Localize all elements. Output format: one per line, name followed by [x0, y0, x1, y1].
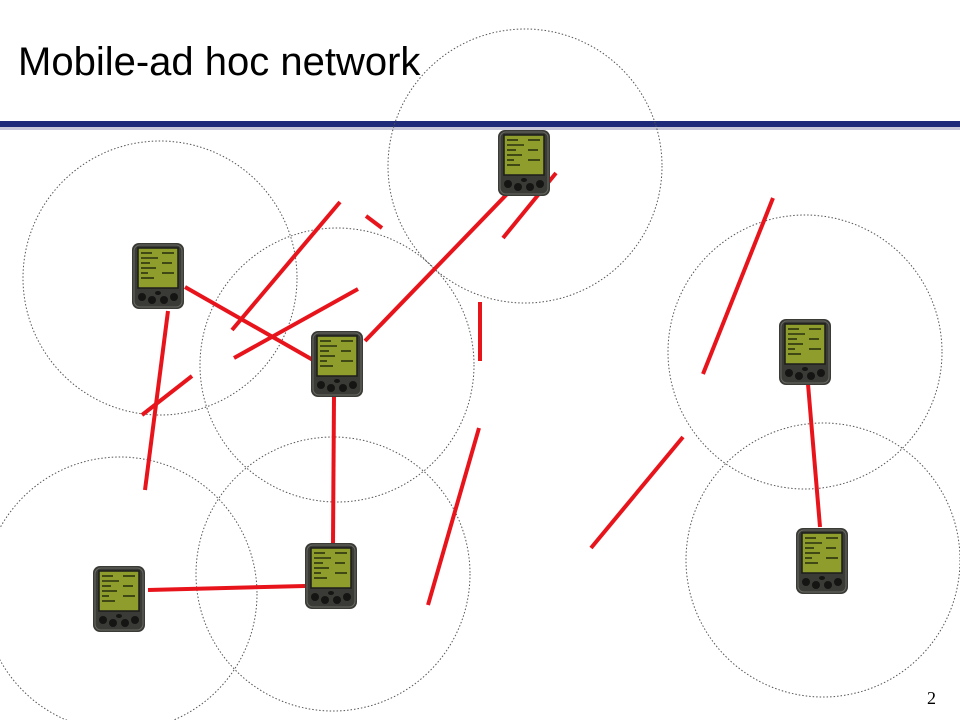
pda-handheld-icon — [778, 318, 832, 386]
link-segment — [140, 374, 194, 417]
link-line — [184, 285, 314, 362]
link-segment — [364, 214, 384, 230]
link-segment — [233, 287, 359, 360]
link-line — [147, 584, 306, 592]
link-segment — [426, 427, 481, 606]
link-line — [806, 383, 822, 528]
title-bar-shadow — [0, 127, 960, 130]
pda-handheld-icon — [795, 527, 849, 595]
range-circle — [0, 456, 258, 720]
link-segment — [230, 200, 342, 332]
range-circle — [667, 214, 943, 490]
title-bar — [0, 121, 960, 127]
link-line — [363, 191, 510, 343]
page-number: 2 — [927, 688, 936, 708]
range-circle — [199, 227, 475, 503]
link-line — [331, 394, 336, 546]
range-circle — [685, 422, 960, 698]
link-segment — [701, 197, 775, 375]
range-circle — [22, 140, 298, 416]
pda-handheld-icon — [304, 542, 358, 610]
range-circle — [387, 28, 663, 304]
pda-handheld-icon — [497, 129, 551, 197]
pda-handheld-icon — [131, 242, 185, 310]
link-line — [143, 310, 170, 491]
slide-title: Mobile-ad hoc network — [18, 40, 421, 84]
link-segment — [589, 435, 685, 550]
pda-handheld-icon — [92, 565, 146, 633]
pda-handheld-icon — [310, 330, 364, 398]
